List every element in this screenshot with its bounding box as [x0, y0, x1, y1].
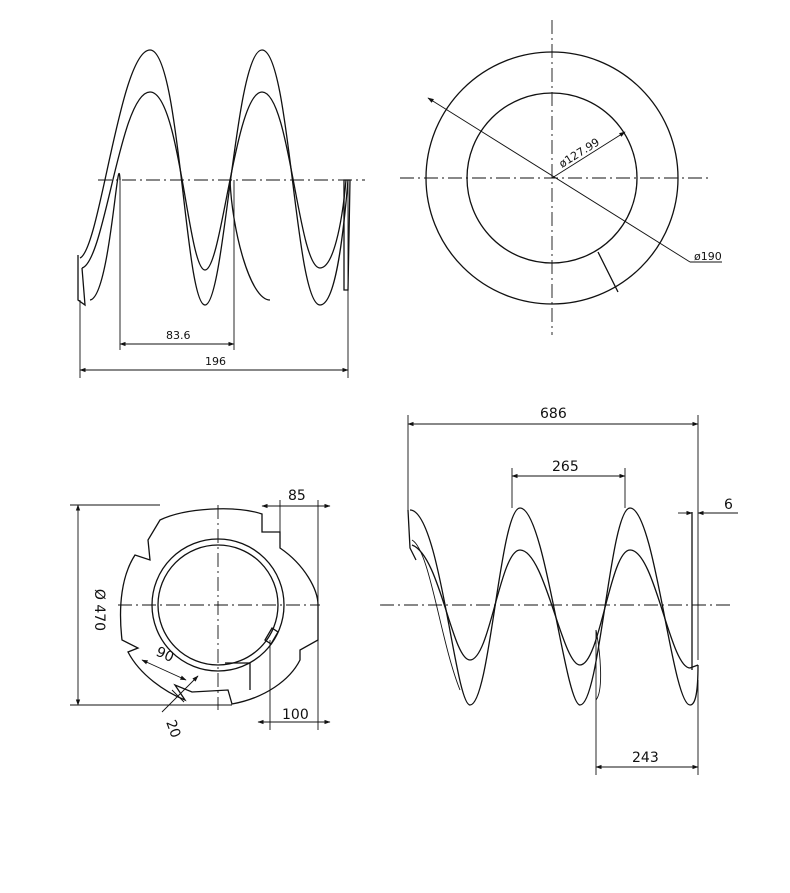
- coil-outer-profile: [409, 507, 699, 706]
- leader-inner-diameter: [551, 131, 626, 179]
- outer-circle: [425, 51, 679, 305]
- dim-label-slot-depth: 20: [162, 718, 183, 740]
- dim-label-end-pitch: 243: [632, 750, 659, 766]
- dim-label-outer-diameter: ø190: [694, 250, 722, 263]
- slot-notch: [225, 662, 251, 690]
- inner-ring-inner: [157, 544, 279, 666]
- dim-label-inner-diameter: ø127.99: [557, 136, 602, 171]
- coil-inner-profile: [411, 544, 699, 669]
- leader-outer-diameter: [427, 97, 691, 263]
- coil-back-profile: [411, 539, 602, 701]
- dim-label-bottom-width: 100: [282, 707, 309, 723]
- dim-label-outer-diameter: Ø 470: [91, 589, 107, 631]
- coil-end-left: [407, 509, 417, 561]
- dim-line-slot-width: [141, 659, 187, 681]
- dim-label-end-gap: 6: [724, 497, 733, 513]
- inner-ring-outer: [151, 538, 285, 672]
- end-plate-outline: [119, 508, 319, 705]
- dim-tick: [171, 689, 185, 703]
- spring-end-view-large: Ø 470 85 100 90 20: [70, 488, 331, 740]
- spring-side-view-small: 83.6 196: [77, 49, 365, 378]
- dim-label-length: 686: [540, 406, 567, 422]
- spring-side-view-large: 686 265 6 243: [380, 406, 738, 775]
- inner-circle: [466, 92, 638, 264]
- coil-back-profile: [89, 173, 271, 301]
- dim-label-top-width: 85: [288, 488, 306, 504]
- dim-label-slot-width: 90: [153, 644, 176, 666]
- spring-end-view-small: ø190 ø127.99: [400, 20, 722, 335]
- dim-line-slot-depth: [161, 675, 199, 713]
- dim-label-pitch: 83.6: [166, 329, 191, 342]
- coil-outer-profile: [79, 49, 349, 306]
- dim-label-pitch: 265: [552, 459, 579, 475]
- coil-inner-profile: [81, 91, 347, 271]
- coil-end-step: [597, 251, 619, 293]
- dim-label-length: 196: [205, 355, 226, 368]
- coil-end-left: [77, 255, 86, 307]
- ring-tab: [264, 627, 279, 645]
